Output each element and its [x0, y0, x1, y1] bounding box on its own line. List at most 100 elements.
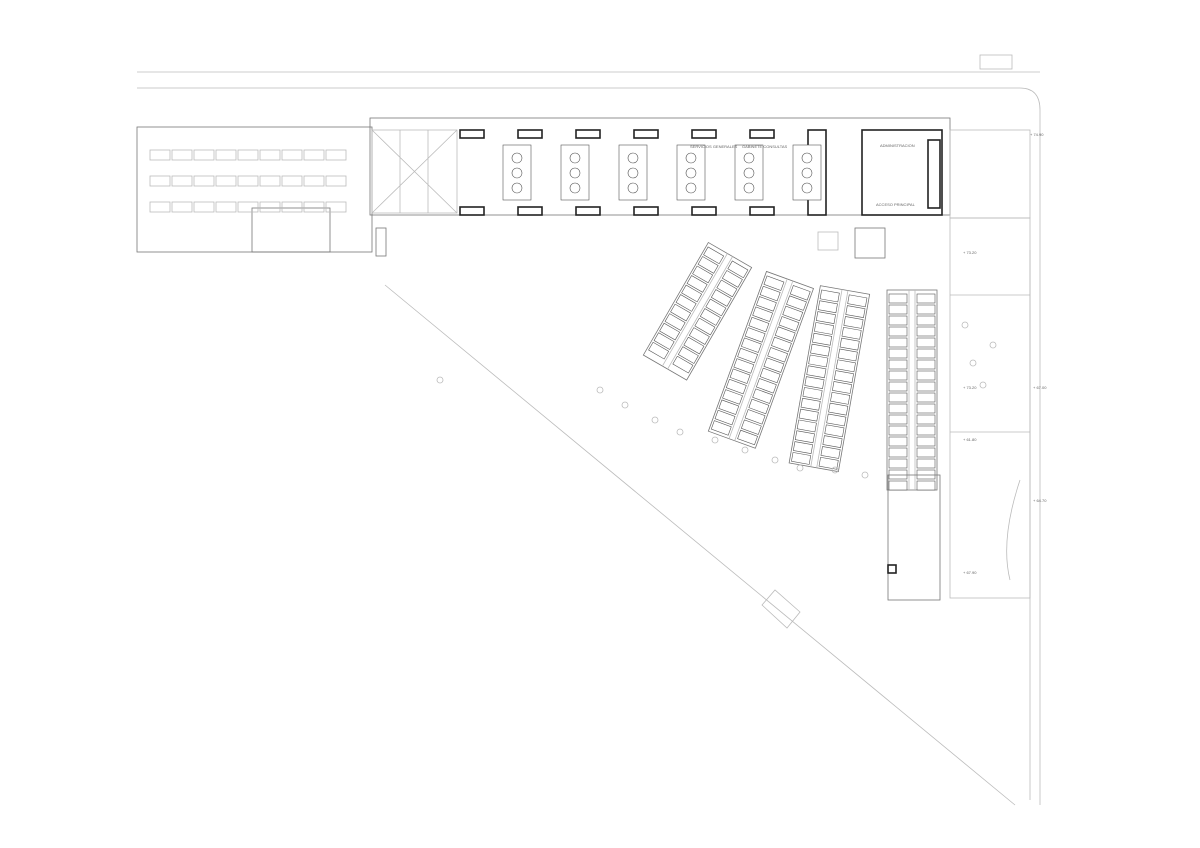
- patient-room: [778, 316, 800, 332]
- patient-room: [916, 304, 936, 315]
- bed: [801, 167, 813, 179]
- patient-room: [888, 348, 908, 359]
- patient-room: [888, 381, 908, 392]
- main-building: [369, 117, 1031, 219]
- tree: [831, 466, 839, 474]
- patient-room: [782, 305, 804, 322]
- bed: [743, 182, 755, 194]
- site-boundary: [384, 284, 1016, 806]
- patient-room: [916, 381, 936, 392]
- parking-space: [237, 201, 259, 213]
- patient-room: [916, 392, 936, 403]
- ward-wing: [886, 289, 938, 491]
- patient-room: [748, 316, 770, 333]
- patient-room: [740, 419, 762, 435]
- patient-room: [916, 337, 936, 348]
- patient-room: [812, 332, 833, 346]
- patient-room: [817, 300, 838, 314]
- patient-room: [888, 414, 908, 425]
- bed: [511, 152, 523, 164]
- patient-room: [744, 409, 766, 425]
- patient-room: [748, 398, 770, 415]
- parking-space: [281, 201, 303, 213]
- stair-core: [749, 129, 775, 139]
- patient-room: [763, 275, 785, 291]
- tree: [741, 446, 749, 454]
- stair-core: [691, 129, 717, 139]
- elevation-label: + 73.20: [963, 385, 977, 390]
- parking-space: [259, 201, 281, 213]
- patient-room: [672, 355, 694, 374]
- stair-core: [575, 129, 601, 139]
- parking-space: [215, 175, 237, 187]
- patient-room: [716, 279, 738, 298]
- patient-room: [916, 447, 936, 458]
- patient-room: [916, 458, 936, 469]
- stair-core: [691, 206, 717, 216]
- patient-room: [740, 337, 762, 353]
- parking-space: [149, 175, 171, 187]
- patient-room: [916, 293, 936, 304]
- parking-space: [237, 149, 259, 161]
- ward-wing: [642, 241, 753, 381]
- patient-room: [888, 392, 908, 403]
- bed: [627, 152, 639, 164]
- patient-room: [774, 326, 796, 342]
- bed: [511, 167, 523, 179]
- patient-room: [705, 298, 727, 317]
- parking-space: [259, 149, 281, 161]
- patient-room: [802, 387, 823, 400]
- patient-room: [744, 327, 766, 343]
- patient-room: [722, 389, 743, 405]
- elevation-label: + 67.00: [1033, 385, 1047, 390]
- bed: [569, 182, 581, 194]
- stair-core: [749, 206, 775, 216]
- small-structure: [761, 589, 801, 629]
- elevation-labels: + 74.90 + 73.20 + 73.20 + 67.00 + 61.80 …: [690, 132, 1047, 575]
- patient-room: [808, 354, 829, 368]
- patient-room: [800, 397, 821, 411]
- bed: [685, 152, 697, 164]
- tree: [436, 376, 444, 384]
- bed: [801, 182, 813, 194]
- patient-room: [916, 480, 936, 491]
- stair-core: [517, 129, 543, 139]
- patient-room: [832, 381, 853, 394]
- elevation-label: + 61.80: [963, 437, 977, 442]
- patient-room: [729, 368, 751, 384]
- east-courtyards: [375, 217, 1031, 601]
- patient-room: [820, 446, 841, 459]
- bed: [511, 182, 523, 194]
- patient-room: [819, 289, 840, 303]
- bed: [685, 167, 697, 179]
- patient-room: [828, 402, 849, 416]
- patient-room: [804, 376, 825, 389]
- patient-room: [718, 399, 740, 415]
- stair-core: [459, 129, 485, 139]
- patient-room: [692, 265, 714, 284]
- patient-room: [752, 306, 774, 322]
- parking-space: [171, 149, 193, 161]
- parking-space: [215, 149, 237, 161]
- patient-room: [888, 425, 908, 436]
- elevation-label: + 67.90: [963, 570, 977, 575]
- patient-room: [835, 359, 856, 373]
- patient-room: [814, 322, 834, 335]
- parking-space: [325, 149, 347, 161]
- patient-room: [648, 341, 670, 360]
- patient-room: [822, 435, 843, 448]
- patient-room: [916, 348, 936, 359]
- parking-space: [193, 201, 215, 213]
- patient-room: [721, 270, 743, 288]
- patient-room: [837, 348, 858, 362]
- bed: [627, 182, 639, 194]
- parking-space: [193, 149, 215, 161]
- patient-room: [824, 424, 845, 438]
- parking-space: [193, 175, 215, 187]
- patient-room: [888, 359, 908, 370]
- patient-room: [845, 305, 866, 318]
- parking-space: [149, 149, 171, 161]
- patient-room: [789, 285, 811, 301]
- patient-room: [916, 370, 936, 381]
- patient-room: [733, 358, 755, 374]
